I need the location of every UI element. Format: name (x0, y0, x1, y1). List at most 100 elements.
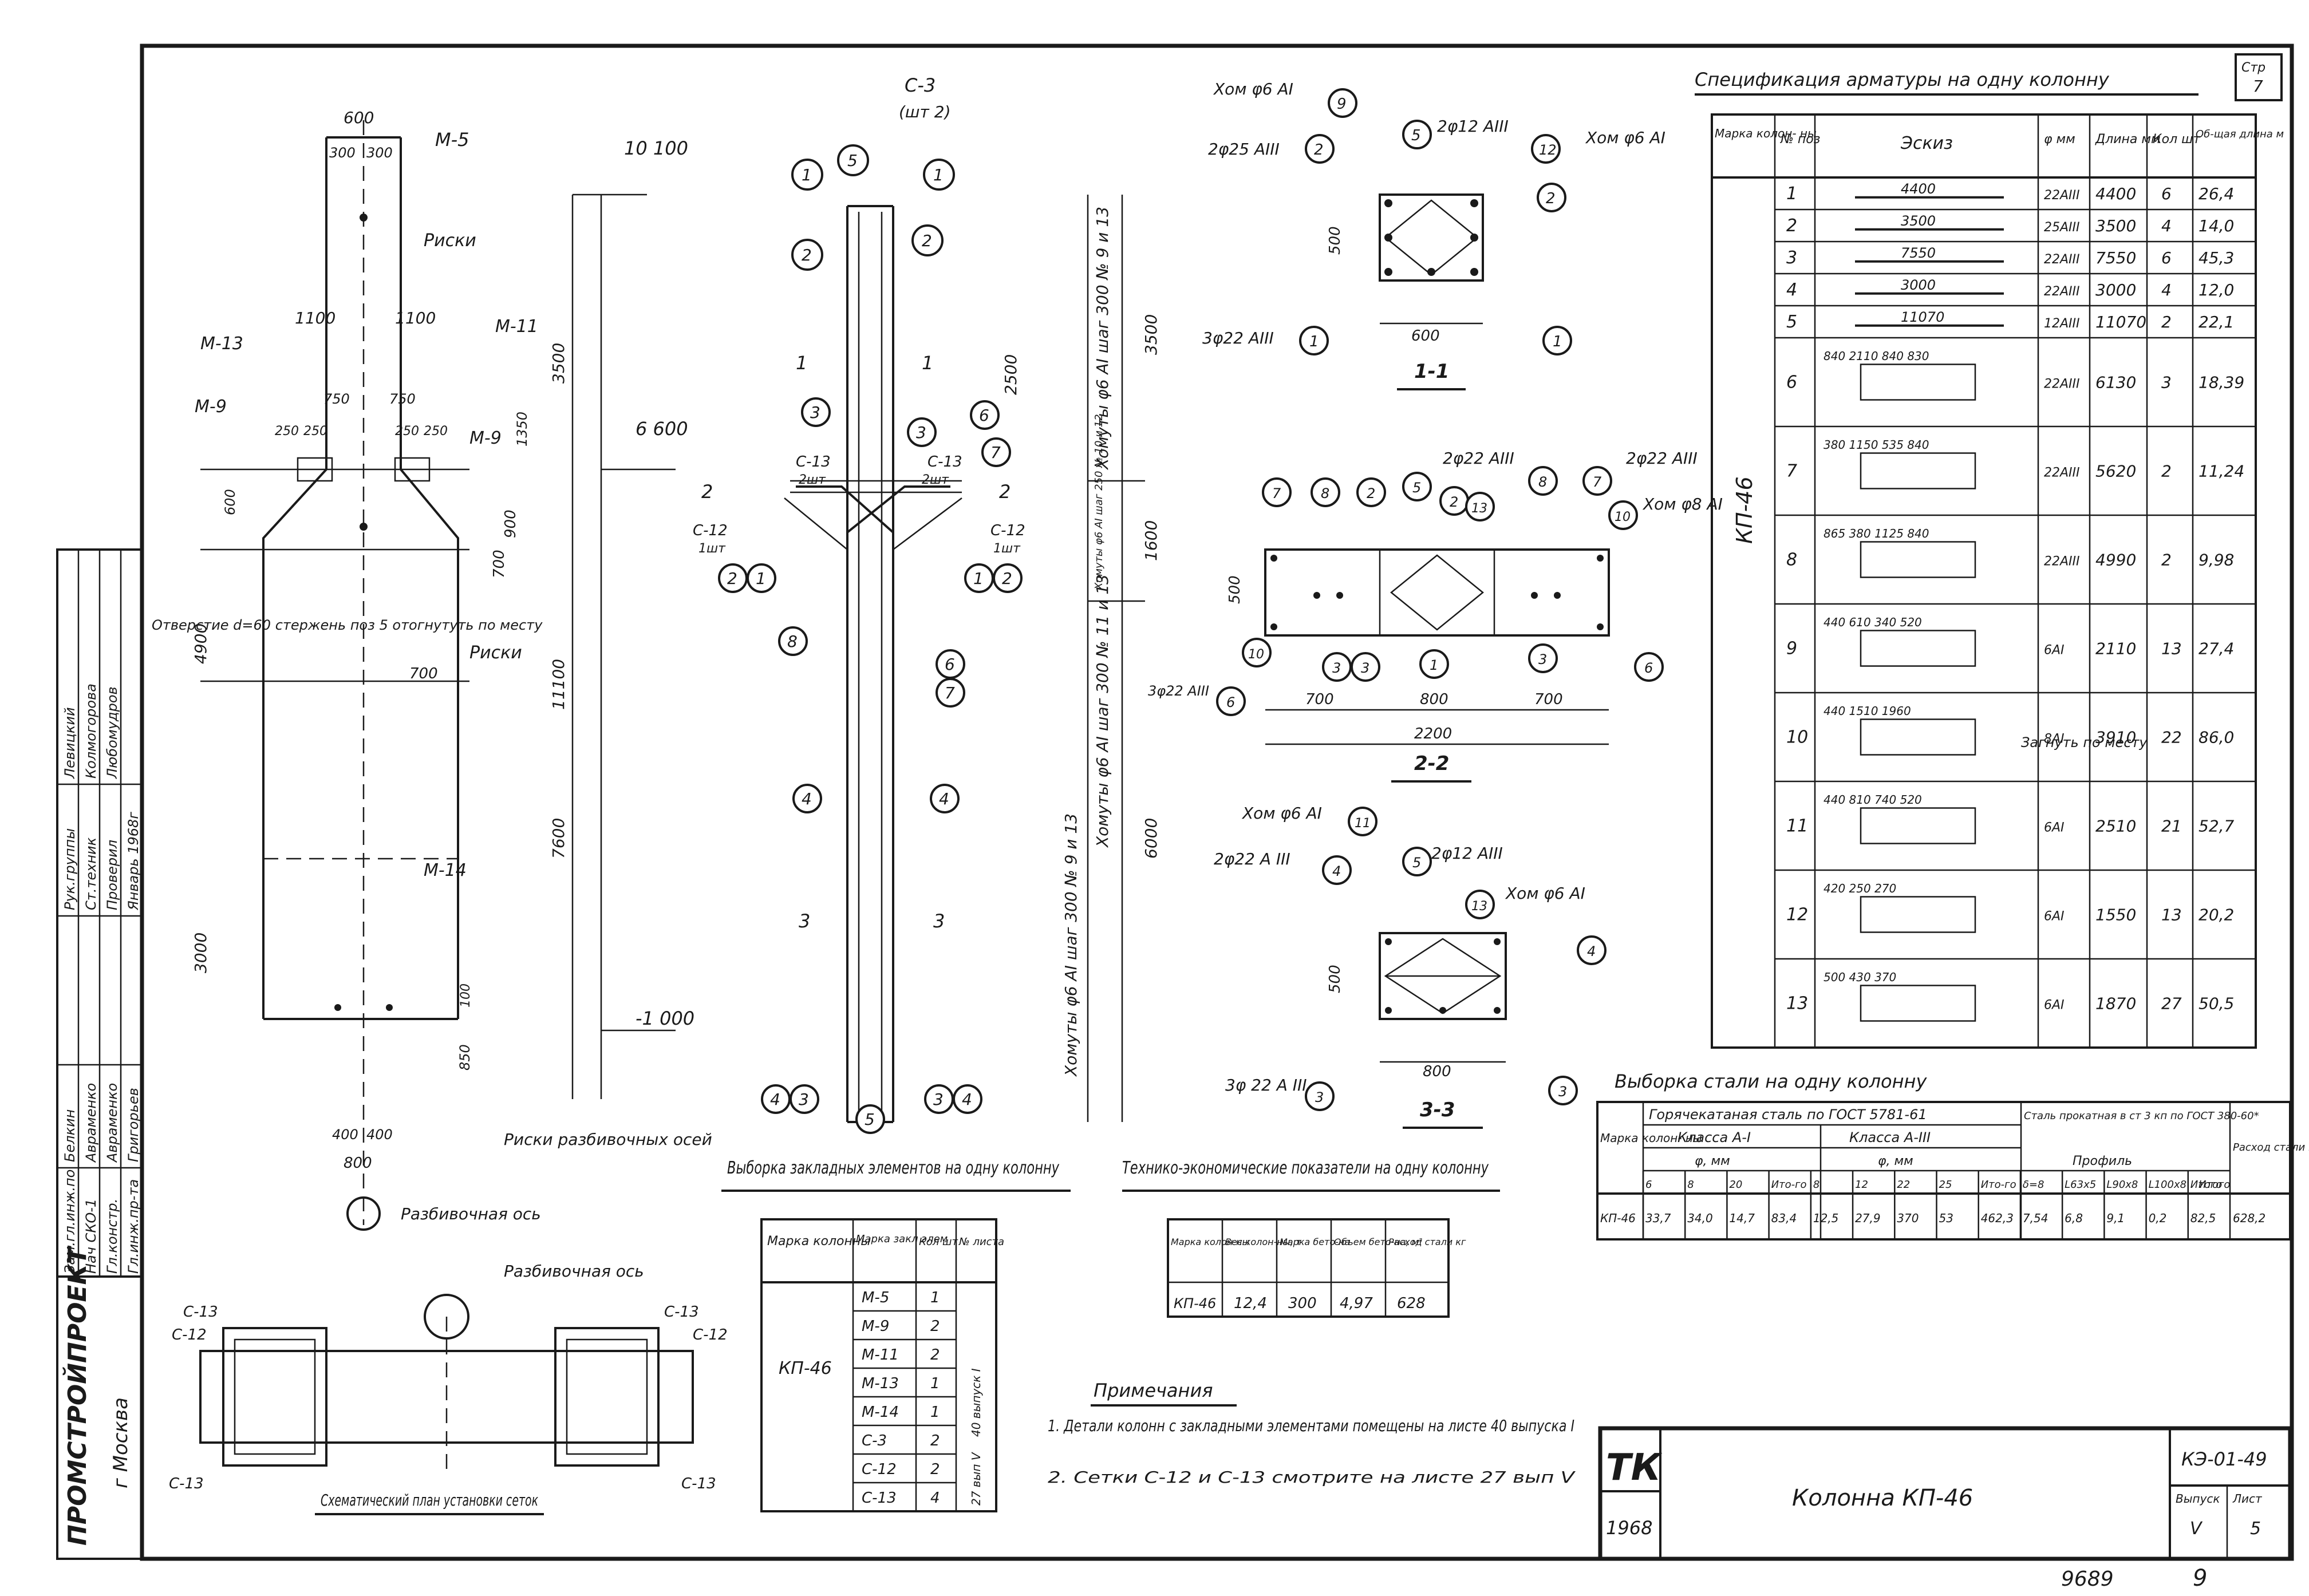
spec-qty: 27 (2161, 994, 2182, 1013)
dim-750b: 750 (389, 391, 416, 407)
spec-h-pos: № поз (1780, 132, 1820, 147)
series-code: КЭ-01-49 (2181, 1448, 2267, 1470)
tk-logo: ТК (1606, 1447, 1663, 1489)
spec-note-bend: Загнуть по месту (2021, 734, 2148, 750)
steel-value: 6,8 (2065, 1211, 2083, 1225)
tep-v-4: 4,97 (1340, 1295, 1373, 1312)
spec-len: 2510 (2095, 817, 2136, 836)
page-value: 7 (2253, 77, 2263, 96)
spec-sketch-dim: 7550 (1901, 245, 1936, 261)
dim-100: 100 (459, 983, 473, 1008)
spec-qty: 2 (2161, 551, 2172, 570)
spec-sketch-dims: 840 2110 840 830 (1823, 349, 1929, 363)
section-mark-1b: 1 (922, 352, 933, 374)
embedded-table: Выборка закладных элементов на одну коло… (721, 1158, 1071, 1512)
spec-d: 25АIII (2044, 220, 2080, 235)
s11-label-4: Хом φ6 АI (1585, 128, 1665, 147)
plan-l6: С-13 (681, 1475, 716, 1492)
tep-v-2: 12,4 (1234, 1295, 1267, 1312)
s33-c6: 3 (1315, 1089, 1324, 1105)
dim-800: 800 (344, 1155, 372, 1172)
s22-c14: 3 (1538, 651, 1547, 667)
s22-c15: 6 (1226, 694, 1235, 710)
emb-elem: С-3 (862, 1432, 887, 1449)
s22-c1: 7 (1272, 485, 1281, 501)
label-axis-1: Разбивочная ось (401, 1204, 541, 1223)
spec-sketch-shape (1860, 364, 1976, 401)
tep-title: Технико-экономические показатели на одну… (1122, 1158, 1489, 1178)
spec-pos: 6 (1786, 373, 1797, 393)
emb-mark: КП-46 (779, 1358, 832, 1378)
stamp-name-1: Белкин (62, 1109, 78, 1162)
tep-h-3: Марка бето-на (1280, 1236, 1350, 1247)
spec-len: 3000 (2095, 281, 2136, 299)
spec-qty: 13 (2161, 639, 2182, 658)
spec-total: 9,98 (2199, 551, 2234, 570)
s22-dim-800: 800 (1420, 691, 1448, 708)
rdim-2500: 2500 (1001, 354, 1020, 395)
steel-title: Выборка стали на одну колонну (1615, 1070, 1927, 1092)
spec-d: 22АIII (2044, 377, 2080, 392)
emb-h-4: № листа (958, 1236, 1004, 1248)
spec-sketch-shape (1860, 807, 1976, 844)
spec-total: 26,4 (2199, 184, 2234, 203)
spec-qty: 22 (2161, 728, 2182, 747)
spec-qty: 3 (2161, 373, 2172, 392)
plan-l4: С-12 (693, 1326, 728, 1344)
steel-subcol: 6 (1645, 1179, 1652, 1191)
spec-total: 45,3 (2199, 248, 2234, 267)
notes-title: Примечания (1094, 1380, 1213, 1401)
stamp-role2-2: Ст.техник (83, 837, 99, 910)
stamp-name2-1: Левицкий (62, 707, 78, 779)
steel-value: 27,9 (1855, 1211, 1881, 1225)
emb-qty: 4 (930, 1490, 940, 1507)
steel-value: 33,7 (1645, 1211, 1671, 1225)
spec-len: 11070 (2095, 313, 2146, 331)
s11-title: 1-1 (1414, 360, 1449, 383)
dim-250b: 250 (303, 424, 327, 438)
steel-value: 14,7 (1729, 1211, 1755, 1225)
spec-pos: 8 (1786, 550, 1797, 570)
rot-note-3: Хомуты φ6 АI шаг 300 № 11 и 13 (1093, 574, 1112, 848)
spec-pos: 5 (1786, 312, 1797, 332)
rdim-3500: 3500 (1142, 314, 1161, 355)
spec-mark: КП-46 (1732, 476, 1757, 544)
section-mark-2a: 2 (701, 481, 713, 503)
s11-c2: 5 (1411, 127, 1421, 144)
spec-pos: 4 (1786, 280, 1797, 300)
emb-elem: М-13 (862, 1375, 899, 1392)
spec-d: 22АIII (2044, 252, 2080, 267)
dim-900: 900 (502, 509, 519, 538)
dim-250a: 250 (275, 424, 299, 438)
steel-subcol: 8 (1687, 1179, 1694, 1191)
s22-dim-700b: 700 (1534, 691, 1563, 708)
section-2-2: 2-2 2φ22 АIII 2φ22 АIII Хом φ8 АI 3φ22 А… (1148, 449, 1723, 783)
spec-len: 6130 (2095, 373, 2136, 392)
s11-label-5: 3φ22 АIII (1202, 329, 1274, 347)
stamp-name-2: Авраменко (83, 1083, 99, 1163)
dim-250d: 250 (424, 424, 448, 438)
spec-total: 50,5 (2199, 994, 2234, 1013)
label-c3: С-3 (905, 74, 936, 96)
spec-d: 6АI (2044, 910, 2065, 924)
rcall-3: 1 (933, 165, 944, 184)
rot-note-4: Хомуты φ6 АI шаг 300 № 9 и 13 (1061, 813, 1080, 1077)
rcall-19: 4 (770, 1090, 780, 1109)
section-mark-3a: 3 (799, 910, 810, 932)
spec-sketch-shape (1860, 630, 1976, 667)
label-m11: М-11 (495, 317, 538, 337)
s33-title: 3-3 (1420, 1099, 1455, 1121)
side-c12-a: С-12 (693, 522, 728, 539)
stamp-name-4: Григорьев (125, 1088, 141, 1162)
spec-qty: 4 (2161, 281, 2172, 299)
tep-v-1: КП-46 (1174, 1295, 1216, 1311)
plan-scheme: Разбивочная ось С-13 С-12 С-13 С-12 С-13… (169, 1262, 728, 1515)
s33-c1: 11 (1355, 816, 1371, 831)
spec-qty: 2 (2161, 462, 2172, 481)
s11-label-2: 2φ25 АIII (1208, 140, 1280, 159)
rcall-17: 4 (802, 789, 812, 808)
steel-value: 9,1 (2106, 1211, 2125, 1225)
s22-c4: 5 (1412, 480, 1421, 496)
emb-elem: М-5 (862, 1289, 889, 1306)
